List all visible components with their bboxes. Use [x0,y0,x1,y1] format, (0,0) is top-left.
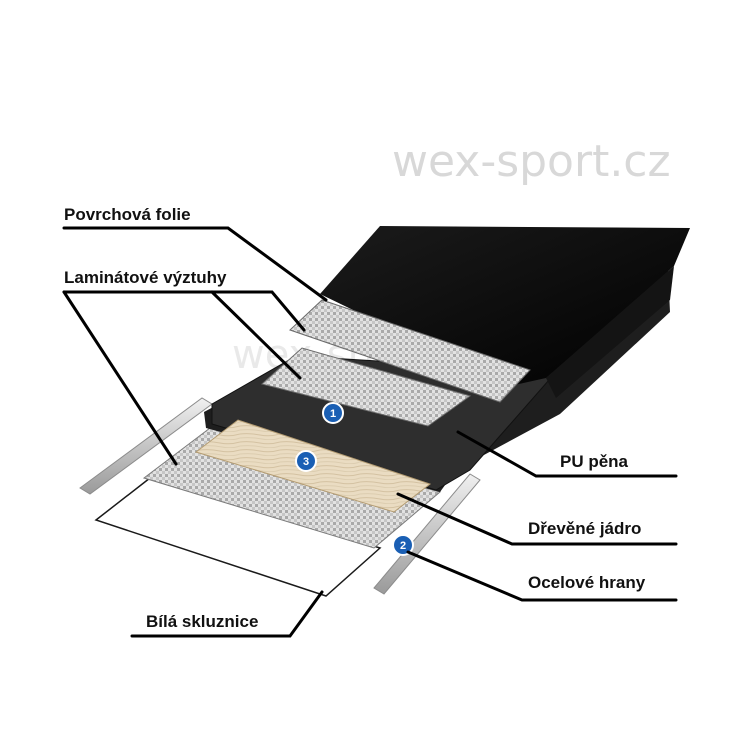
leader-pu-foam [456,430,678,478]
label-pu-foam: PU pěna [560,452,629,471]
label-steel-edges: Ocelové hrany [528,573,646,592]
callout-pu-foam: PU pěna [456,430,678,478]
laminate-upper [260,347,472,427]
label-laminate: Laminátové výztuhy [64,268,227,287]
topsheet-side [546,266,674,398]
badge-2: 2 [392,534,414,556]
svg-text:2: 2 [400,540,406,552]
leader-wood-core [396,492,678,546]
label-base: Bílá skluznice [146,612,258,631]
topsheet-layer [320,226,690,386]
laminate-upper-strip [289,299,531,403]
watermark-main: wex-sport.cz [392,136,671,187]
svg-text:1: 1 [330,408,336,420]
svg-text:3: 3 [303,456,309,468]
leader-laminate-c [62,290,178,466]
callout-wood-core: Dřevěné jádro [396,492,678,546]
base-layer [94,477,382,597]
leader-surface-foil [62,226,328,302]
leader-base [130,590,324,638]
badge-3: 3 [295,450,317,472]
leader-steel-edges [406,550,678,602]
callout-steel-edges: Ocelové hrany [406,550,678,602]
callout-base: Bílá skluznice [130,590,324,638]
callout-surface-foil: Povrchová folie [62,205,328,302]
label-wood-core: Dřevěné jádro [528,519,641,538]
leader-laminate-a [62,290,306,332]
leader-laminate-b [210,290,302,380]
badge-1: 1 [322,402,344,424]
callout-laminate: Laminátové výztuhy [62,268,306,466]
label-surface-foil: Povrchová folie [64,205,191,224]
